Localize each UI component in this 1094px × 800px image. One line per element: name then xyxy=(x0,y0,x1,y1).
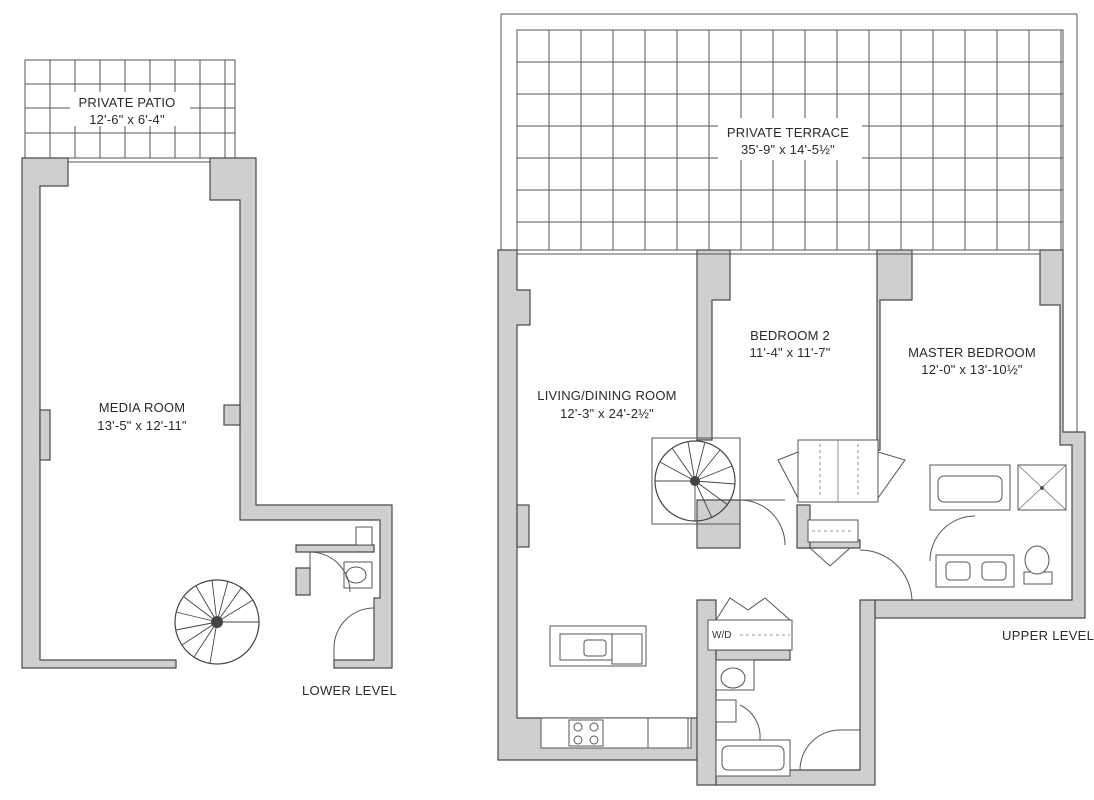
living-room-name: LIVING/DINING ROOM xyxy=(537,388,676,403)
patio-dims: 12'-6" x 6'-4" xyxy=(89,112,165,127)
lower-level-label: LOWER LEVEL xyxy=(302,683,397,698)
master-bath-door xyxy=(929,515,976,562)
master-bedroom-dims: 12'-0" x 13'-10½" xyxy=(921,362,1023,377)
terrace-dims: 35'-9" x 14'-5½" xyxy=(741,142,835,157)
media-room-name: MEDIA ROOM xyxy=(99,400,186,415)
terrace-name: PRIVATE TERRACE xyxy=(727,125,849,140)
bedroom-closets xyxy=(777,439,913,601)
upper-level-label: UPPER LEVEL xyxy=(1002,628,1094,643)
lower-powder-room xyxy=(295,526,375,660)
master-bath xyxy=(929,464,1067,588)
media-room-dims: 13'-5" x 12'-11" xyxy=(97,418,187,433)
upper-level-plan xyxy=(497,13,1086,786)
patio-name: PRIVATE PATIO xyxy=(79,95,176,110)
bedroom-partition xyxy=(876,249,913,451)
bedroom2-left-wall xyxy=(696,249,731,441)
upper-spiral-stair xyxy=(651,437,741,525)
lower-spiral-stair xyxy=(174,579,260,665)
wd-closet xyxy=(707,597,793,651)
bedroom2-dims: 11'-4" x 11'-7" xyxy=(749,345,830,360)
kitchen xyxy=(540,625,692,749)
hall-bath xyxy=(715,659,860,777)
private-patio xyxy=(24,59,236,159)
bedroom2-name: BEDROOM 2 xyxy=(750,328,830,343)
media-room-walls xyxy=(21,157,393,669)
master-bedroom-name: MASTER BEDROOM xyxy=(908,345,1036,360)
upper-outer-walls xyxy=(497,249,701,761)
wd-label: W/D xyxy=(712,630,731,641)
bedroom2-door xyxy=(739,499,786,546)
lower-level-plan xyxy=(21,59,393,669)
living-room-dims: 12'-3" x 24'-2½" xyxy=(560,406,654,421)
